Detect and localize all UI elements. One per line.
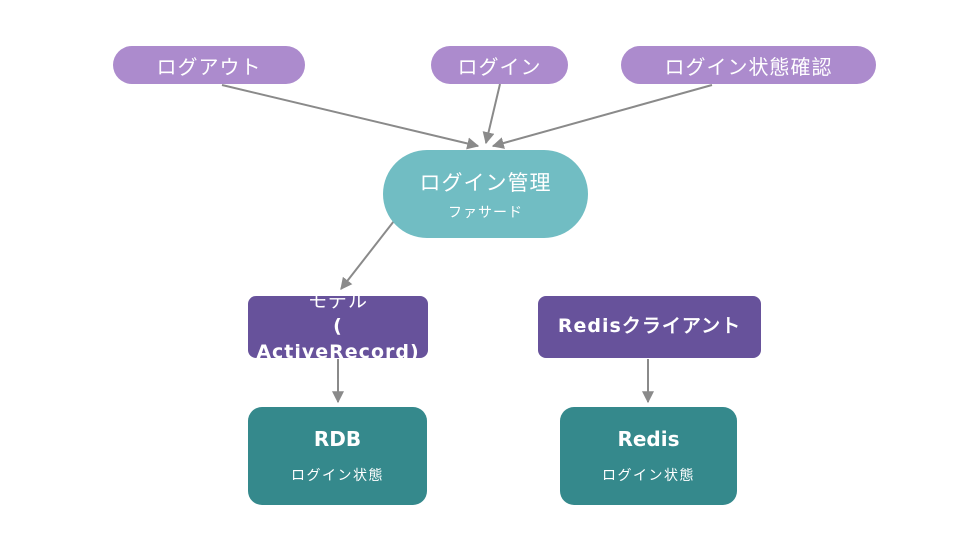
node-logout: ログアウト [113,46,305,84]
node-rdb-subtitle: ログイン状態 [291,468,384,484]
node-model-activerecord: モデル ( ActiveRecord) [248,290,428,363]
node-rdb-title: RDB [313,427,362,451]
node-logout-label: ログアウト [156,54,262,79]
node-redis-client: Redisクライアント [538,296,761,358]
arrow-login-status-to-facade [491,84,713,149]
arrow-logout-to-facade [221,84,480,150]
node-login: ログイン [431,46,568,84]
node-redis-store: Redis ログイン状態 [560,407,737,505]
node-login-status-check-label: ログイン状態確認 [664,54,833,79]
node-login-label: ログイン [457,54,542,79]
node-login-status-check: ログイン状態確認 [621,46,876,84]
node-redis-client-label: Redisクライアント [557,315,742,338]
node-login-manager-title: ログイン管理 [419,170,552,195]
node-login-manager-facade: ログイン管理 ファサード [383,150,588,238]
node-model-line1: モデル [307,289,368,312]
node-model-line2: ( ActiveRecord) [256,315,420,363]
node-redis-title: Redis [617,427,680,451]
arrow-facade-to-model [340,220,395,290]
arrow-login-to-facade [482,83,501,145]
node-rdb-store: RDB ログイン状態 [248,407,427,505]
node-redis-subtitle: ログイン状態 [602,468,695,484]
node-login-manager-subtitle: ファサード [448,204,523,221]
